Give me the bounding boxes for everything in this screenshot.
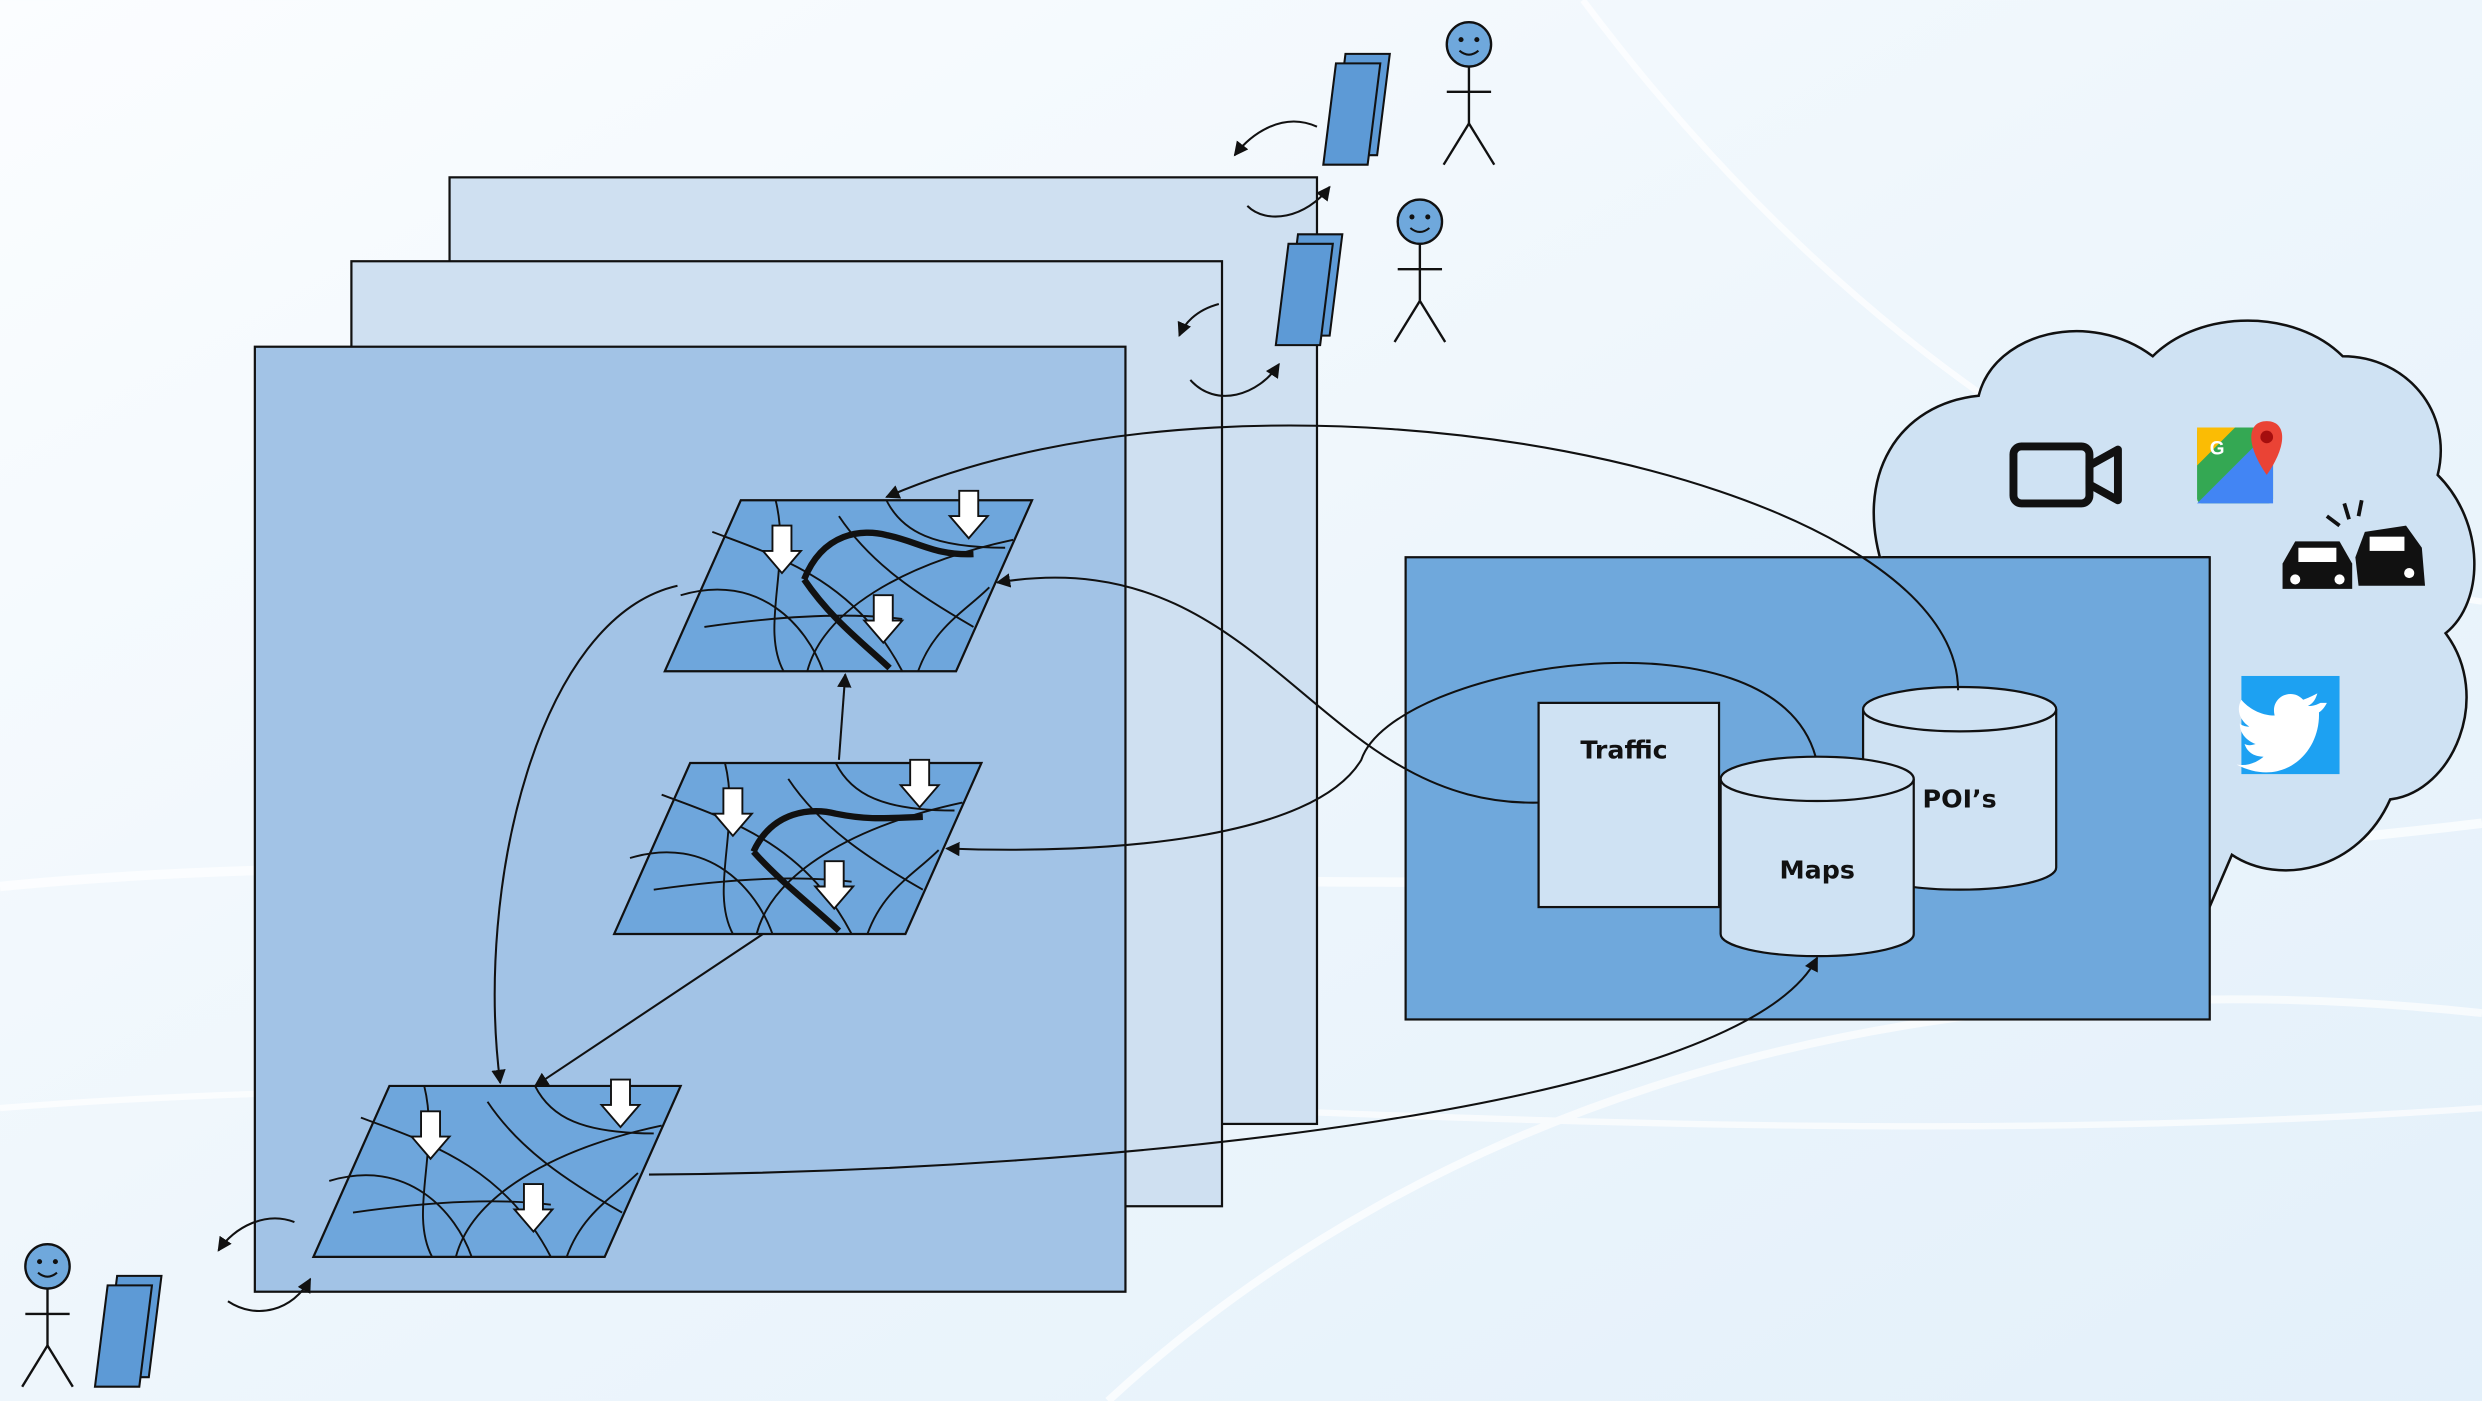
data-flow-connectors (491, 424, 1960, 1176)
maps-label: Maps (1779, 855, 1854, 885)
maps-database: Maps (1719, 755, 1915, 958)
traffic-label: Traffic (1580, 734, 1667, 764)
traffic-store: Traffic (1537, 701, 1721, 909)
google-maps-icon: G (2197, 421, 2283, 504)
video-camera-icon (2009, 442, 2122, 508)
map-tile-middle (613, 761, 983, 936)
map-tile-top (663, 499, 1034, 673)
pois-label: POI’s (1923, 783, 1997, 813)
car-crash-icon (2282, 499, 2426, 589)
user-exchange-arrows (217, 120, 1331, 1312)
svg-text:G: G (2210, 438, 2225, 459)
twitter-icon (2236, 675, 2340, 775)
